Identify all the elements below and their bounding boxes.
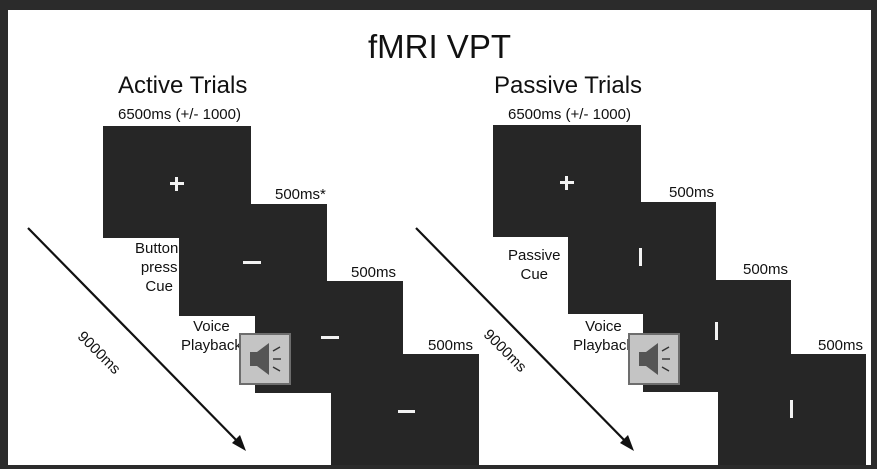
passive-playback-label: Voice Playback — [573, 318, 634, 354]
active-cue-label: Button- press Cue — [135, 240, 184, 295]
horizontal-bar-icon — [243, 261, 261, 264]
active-playback-label: Voice Playback — [181, 318, 242, 354]
active-trials-heading: Active Trials — [118, 72, 248, 99]
passive-duration-playback: 500ms — [743, 261, 789, 278]
active-duration-cue: 500ms* — [275, 186, 326, 203]
active-duration-final: 500ms — [428, 337, 474, 354]
speaker-icon — [239, 333, 291, 385]
passive-duration-fixation: 6500ms (+/- 1000) — [508, 106, 631, 123]
vertical-bar-icon — [715, 322, 718, 340]
active-timeline-arrow — [27, 227, 246, 451]
figure-title: fMRI VPT — [367, 28, 511, 65]
speaker-icon — [628, 333, 680, 385]
horizontal-bar-icon — [398, 410, 415, 413]
vertical-bar-icon — [639, 248, 642, 266]
plus-icon-stem — [565, 176, 568, 190]
passive-duration-final: 500ms — [818, 337, 864, 354]
passive-trials-heading: Passive Trials — [494, 72, 643, 99]
plus-icon-stem — [175, 177, 178, 191]
vertical-bar-icon — [790, 400, 793, 418]
active-duration-playback: 500ms — [351, 264, 397, 281]
passive-timeline-arrow — [415, 227, 634, 451]
active-duration-fixation: 6500ms (+/- 1000) — [118, 106, 241, 123]
passive-duration-cue: 500ms — [669, 184, 715, 201]
horizontal-bar-icon — [321, 336, 339, 339]
passive-screen-final — [718, 354, 866, 465]
passive-cue-label: Passive Cue — [508, 247, 561, 283]
active-screen-final — [331, 354, 479, 465]
